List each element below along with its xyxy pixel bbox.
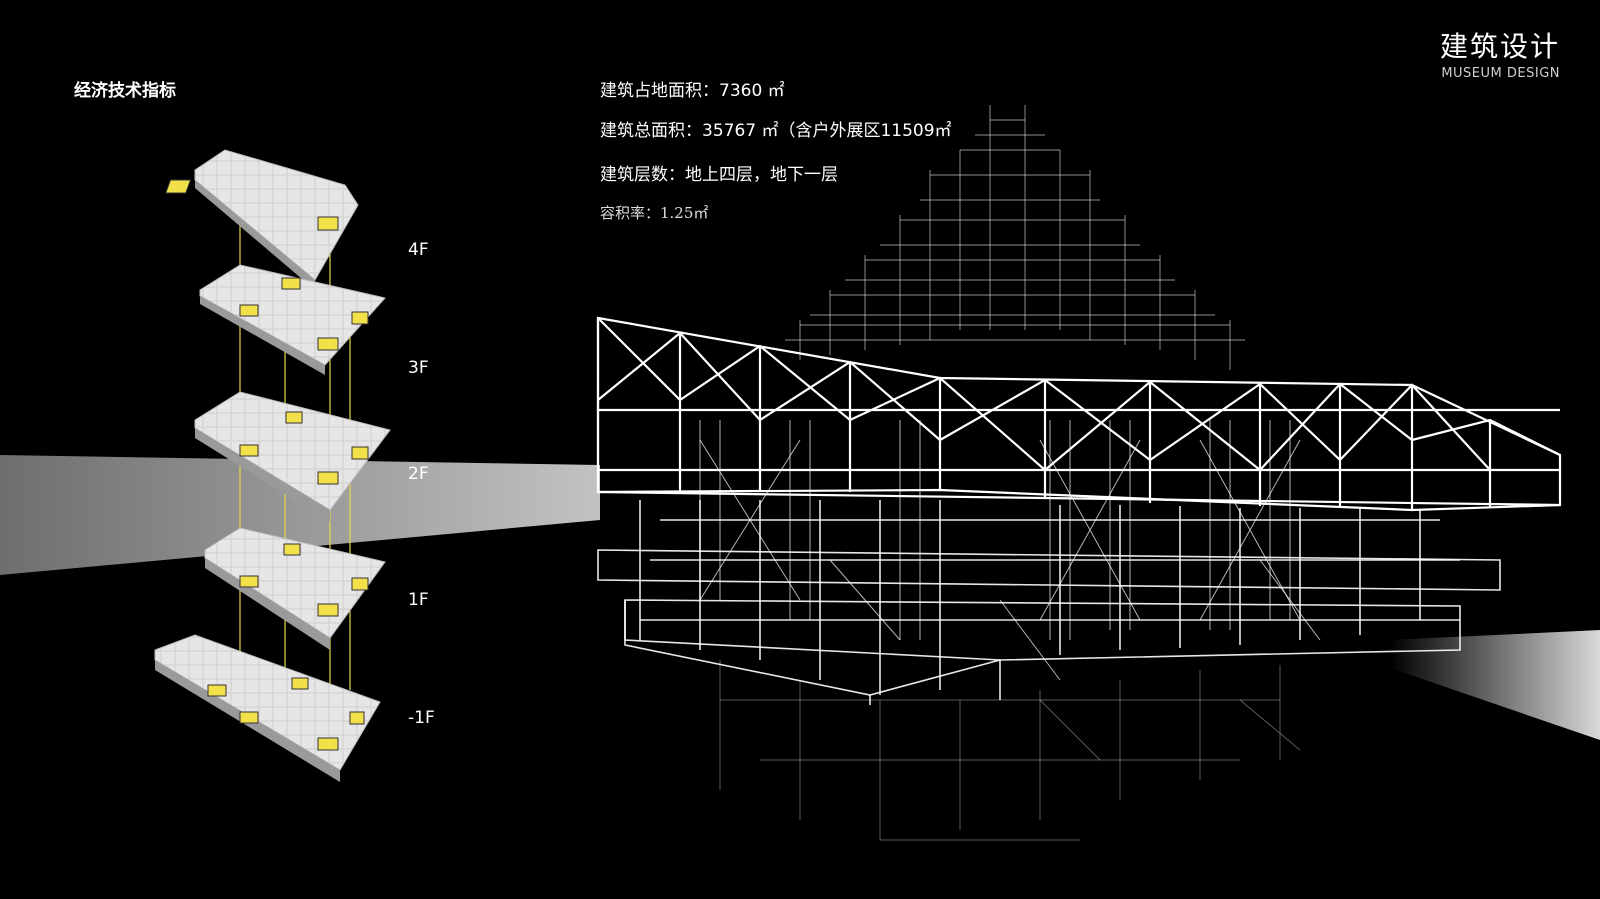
floor-label-b1: -1F: [408, 708, 435, 728]
floor-label-2f: 2F: [408, 464, 429, 484]
floor-label-4f: 4F: [408, 240, 429, 260]
stat-footprint: 建筑占地面积：7360 ㎡: [600, 81, 785, 101]
brand-subtitle: MUSEUM DESIGN: [1441, 66, 1560, 81]
basement-structure: [719, 660, 1301, 841]
floor-plate-b1: [154, 634, 381, 782]
horizon-band-right: [1390, 630, 1600, 740]
floor-plate-1f: [204, 527, 386, 650]
floor-plate-3f: [199, 264, 386, 375]
wireframe-building: [596, 105, 1562, 841]
stat-floors: 建筑层数：地上四层，地下一层: [600, 165, 838, 185]
stat-total-area: 建筑总面积：35767 ㎡（含户外展区11509㎡: [600, 121, 952, 141]
stat-far: 容积率：1.25㎡: [600, 204, 709, 222]
exploded-floor-plates: [154, 149, 391, 782]
background-tower: [785, 105, 1245, 370]
brand-title: 建筑设计: [1439, 30, 1560, 63]
floor-label-3f: 3F: [408, 358, 429, 378]
structure-frame: [597, 500, 1501, 705]
section-title: 经济技术指标: [74, 81, 176, 101]
floor-plate-2f: [194, 391, 391, 522]
brand-block: 建筑设计 MUSEUM DESIGN: [1440, 30, 1560, 81]
floor-label-1f: 1F: [408, 590, 429, 610]
interior-structure: [699, 420, 1321, 681]
horizon-band-left: [0, 455, 600, 575]
roof-truss: [596, 316, 1562, 512]
floor-plate-4f: [165, 149, 359, 290]
